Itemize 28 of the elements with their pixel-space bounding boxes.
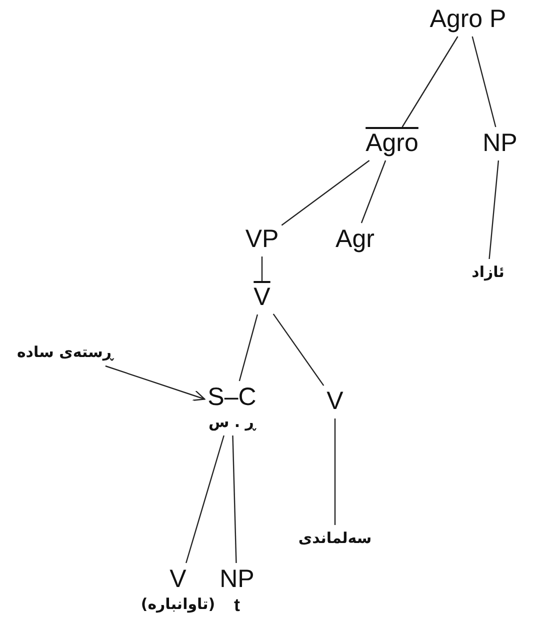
tree-branch [334,418,336,525]
word-label: ئازاد [472,262,504,283]
tree-branch [261,256,263,281]
word-label: (تاوانبارە) [140,594,216,614]
category-label: V [170,566,186,594]
tree-branch [281,160,370,226]
annotation-label: ڕستەی سادە [16,342,114,363]
tree-branch [488,160,500,260]
word-label: t [234,594,240,616]
category-label: S–C [208,384,256,412]
word-label: سەلماندی [298,528,372,549]
tree-branch [472,36,496,128]
category-label: Agro [366,130,418,158]
category-label: NP [482,130,518,158]
arrow [105,365,206,401]
category-label: NP [220,566,254,594]
category-label: Agr [336,226,374,254]
category-label: V [326,388,344,416]
tree-branch [402,36,458,128]
category-label: V [254,284,270,312]
tree-branch [186,435,224,564]
category-label: VP [245,226,279,254]
tree-branch [360,160,386,224]
word-label: ڕ . س [208,412,256,432]
tree-branch [272,314,324,386]
tree-branch [232,435,237,564]
category-label: Agro P [430,6,506,34]
tree-branch [238,314,258,382]
